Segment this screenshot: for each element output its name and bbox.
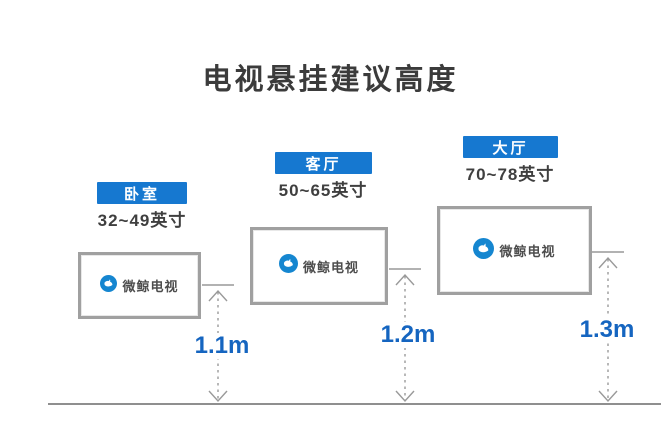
size-range-bedroom: 32~49英寸 (97, 211, 187, 230)
page-title: 电视悬挂建议高度 (202, 64, 459, 96)
whale-tv-icon (473, 237, 495, 264)
brand-logo: 微鲸电视 (278, 254, 359, 278)
tv-bedroom: 微鲸电视 (78, 252, 201, 319)
tv-hall: 微鲸电视 (437, 206, 592, 295)
brand-logo-text: 微鲸电视 (499, 244, 556, 259)
room-label-living-room: 客厅 (275, 152, 372, 174)
brand-logo-text: 微鲸电视 (302, 259, 359, 275)
size-range-hall: 70~78英寸 (465, 165, 555, 184)
height-value-hall: 1.3m (574, 316, 640, 344)
floor-line (48, 403, 661, 405)
brand-logo-text: 微鲸电视 (122, 279, 179, 294)
height-arrow-hall (592, 251, 624, 403)
brand-logo: 微鲸电视 (473, 237, 556, 264)
tv-living-room: 微鲸电视 (250, 227, 388, 305)
brand-logo: 微鲸电视 (100, 274, 179, 297)
size-range-living-room: 50~65英寸 (278, 181, 368, 200)
room-label-hall: 大厅 (463, 136, 558, 158)
height-arrow-living-room (389, 268, 421, 403)
room-label-bedroom: 卧室 (97, 182, 187, 204)
height-value-living-room: 1.2m (375, 321, 441, 349)
whale-tv-icon (100, 274, 118, 297)
whale-tv-icon (278, 254, 298, 278)
height-value-bedroom: 1.1m (189, 332, 255, 360)
